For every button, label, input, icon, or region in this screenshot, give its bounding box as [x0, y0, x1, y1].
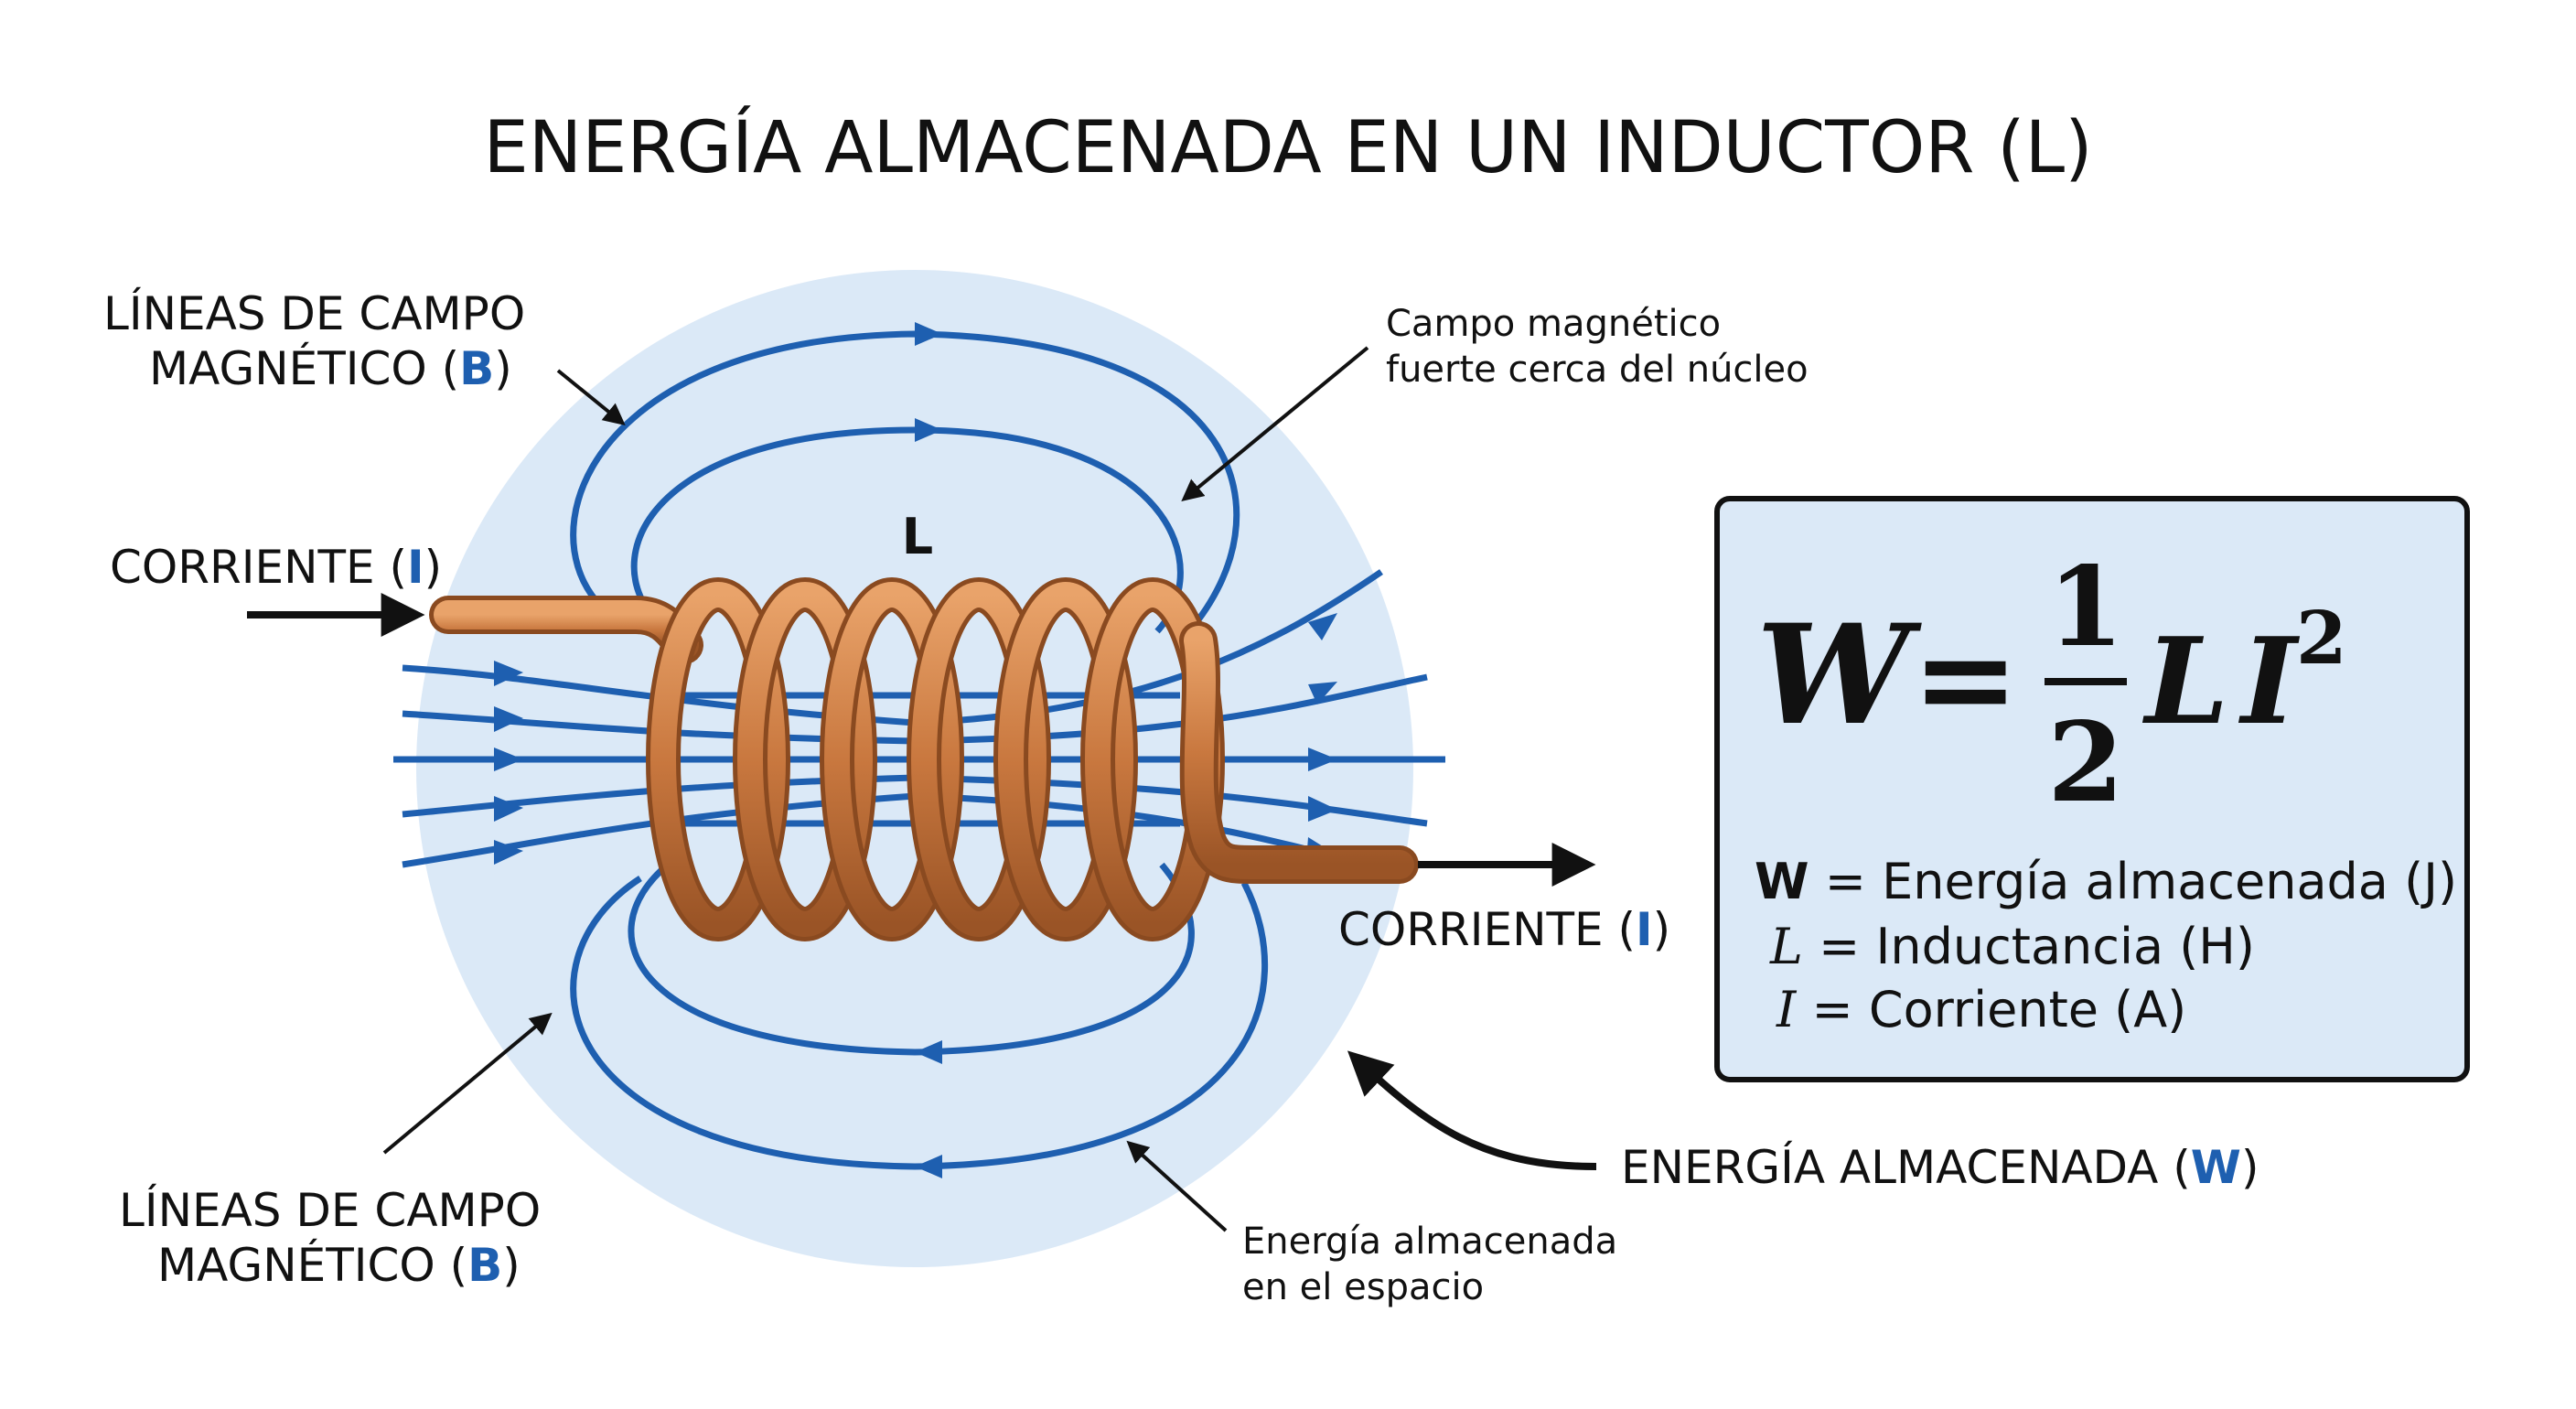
- legend-symbol-w: W: [1755, 853, 1809, 910]
- strong-field-line1: Campo magnético: [1386, 303, 1721, 345]
- energy-space-line1: Energía almacenada: [1242, 1221, 1617, 1263]
- strong-field-annotation: Campo magnético fuerte cerca del núcleo: [1181, 303, 1809, 502]
- page-title: ENERGÍA ALMACENADA EN UN INDUCTOR (L): [483, 105, 2092, 189]
- field-loop-bottom-outer: [570, 876, 1269, 1170]
- current-out-pre: CORRIENTE (: [1338, 903, 1636, 956]
- formula-equals: =: [1912, 604, 2019, 754]
- coil-turn: [998, 582, 1133, 937]
- stored-energy-annotation: ENERGÍA ALMACENADA (W): [1347, 1050, 2259, 1194]
- field-label-top: LÍNEAS DE CAMPO MAGNÉTICO (B): [103, 286, 626, 426]
- field-arrow: [494, 706, 523, 732]
- current-in-var: I: [407, 541, 424, 594]
- formula-box: W = 1 2 L I 2 W = Energía almacenada (J)…: [1714, 496, 2470, 1082]
- formula-lhs: W: [1756, 595, 1922, 756]
- field-arrow: [915, 1040, 942, 1064]
- field-arrow: [1308, 748, 1337, 771]
- formula-denominator: 2: [2047, 698, 2124, 827]
- current-out-var: I: [1636, 903, 1653, 956]
- field-arrow: [1308, 682, 1337, 704]
- field-label-bottom-line2: MAGNÉTICO (B): [157, 1238, 521, 1292]
- field-arrow: [915, 322, 942, 346]
- stored-energy-label: ENERGÍA ALMACENADA (W): [1621, 1140, 2259, 1194]
- strong-field-line2: fuerte cerca del núcleo: [1386, 349, 1809, 391]
- coil-turn: [650, 582, 786, 937]
- field-label-bottom-pointer: [382, 1012, 553, 1155]
- energy-space-annotation: Energía almacenada en el espacio: [1126, 1140, 1617, 1308]
- energy-space-line2: en el espacio: [1242, 1266, 1484, 1308]
- legend-text-i: = Corriente (A): [1812, 981, 2187, 1038]
- field-label-top-line1: LÍNEAS DE CAMPO: [103, 286, 525, 340]
- field-arrow: [915, 418, 942, 442]
- coil-turn: [737, 582, 873, 937]
- formula-term-i: I: [2238, 611, 2301, 751]
- legend-text-w: = Energía almacenada (J): [1825, 853, 2457, 910]
- current-out-annotation: CORRIENTE (I): [1338, 843, 1670, 956]
- field-arrow: [1308, 613, 1337, 640]
- legend-symbol-i: I: [1776, 981, 1798, 1038]
- current-in-post: ): [424, 541, 443, 594]
- formula-exponent: 2: [2296, 595, 2347, 681]
- formula-legend: W = Energía almacenada (J) L = Inductanc…: [1755, 853, 2457, 1038]
- formula-numerator: 1: [2047, 543, 2124, 672]
- coil-turn: [911, 582, 1046, 937]
- formula-box-bg: [1714, 496, 2470, 1082]
- field-label-top-pointer: [556, 369, 626, 426]
- current-in-label: CORRIENTE (I): [110, 541, 442, 594]
- field-arrow: [494, 661, 523, 686]
- field-arrow: [494, 840, 523, 865]
- field-arrow: [1308, 796, 1337, 822]
- field-label-top-line2: MAGNÉTICO (B): [149, 341, 512, 395]
- legend-text-l: = Inductancia (H): [1819, 918, 2255, 975]
- field-label-bottom-pre: MAGNÉTICO (: [157, 1238, 467, 1292]
- stored-energy-pointer: [1347, 1050, 1597, 1170]
- formula-term-l: L: [2141, 611, 2228, 751]
- stored-energy-pre: ENERGÍA ALMACENADA (: [1621, 1140, 2191, 1194]
- field-label-bottom-post: ): [502, 1239, 521, 1292]
- current-out-post: ): [1653, 903, 1671, 956]
- legend-row-l: L = Inductancia (H): [1769, 918, 2255, 975]
- legend-symbol-l: L: [1769, 918, 1803, 975]
- field-arrow: [915, 1155, 942, 1178]
- field-arrow: [494, 748, 523, 771]
- inductor-label: L: [902, 508, 933, 565]
- stored-energy-var: W: [2191, 1141, 2241, 1194]
- field-label-bottom-var: B: [467, 1239, 502, 1292]
- legend-row-w: W = Energía almacenada (J): [1755, 853, 2457, 910]
- stored-energy-post: ): [2241, 1141, 2259, 1194]
- field-label-top-var: B: [459, 342, 494, 395]
- copper-coil: [429, 577, 1419, 941]
- field-loop-top-inner: [630, 426, 1184, 644]
- coil-turn: [824, 582, 960, 937]
- current-in-annotation: CORRIENTE (I): [110, 541, 442, 637]
- field-arrow: [494, 796, 523, 822]
- field-label-top-pre: MAGNÉTICO (: [149, 341, 459, 395]
- current-in-pre: CORRIENTE (: [110, 541, 407, 594]
- field-loop-top-outer: [570, 330, 1240, 635]
- strong-field-pointer: [1181, 346, 1369, 502]
- field-label-bottom: LÍNEAS DE CAMPO MAGNÉTICO (B): [119, 1012, 553, 1292]
- copper-lead-out-core: [1184, 626, 1414, 879]
- field-label-top-post: ): [494, 342, 512, 395]
- current-out-label: CORRIENTE (I): [1338, 903, 1670, 956]
- field-label-bottom-line1: LÍNEAS DE CAMPO: [119, 1183, 541, 1237]
- energy-space-pointer: [1126, 1140, 1228, 1232]
- legend-row-i: I = Corriente (A): [1776, 981, 2186, 1038]
